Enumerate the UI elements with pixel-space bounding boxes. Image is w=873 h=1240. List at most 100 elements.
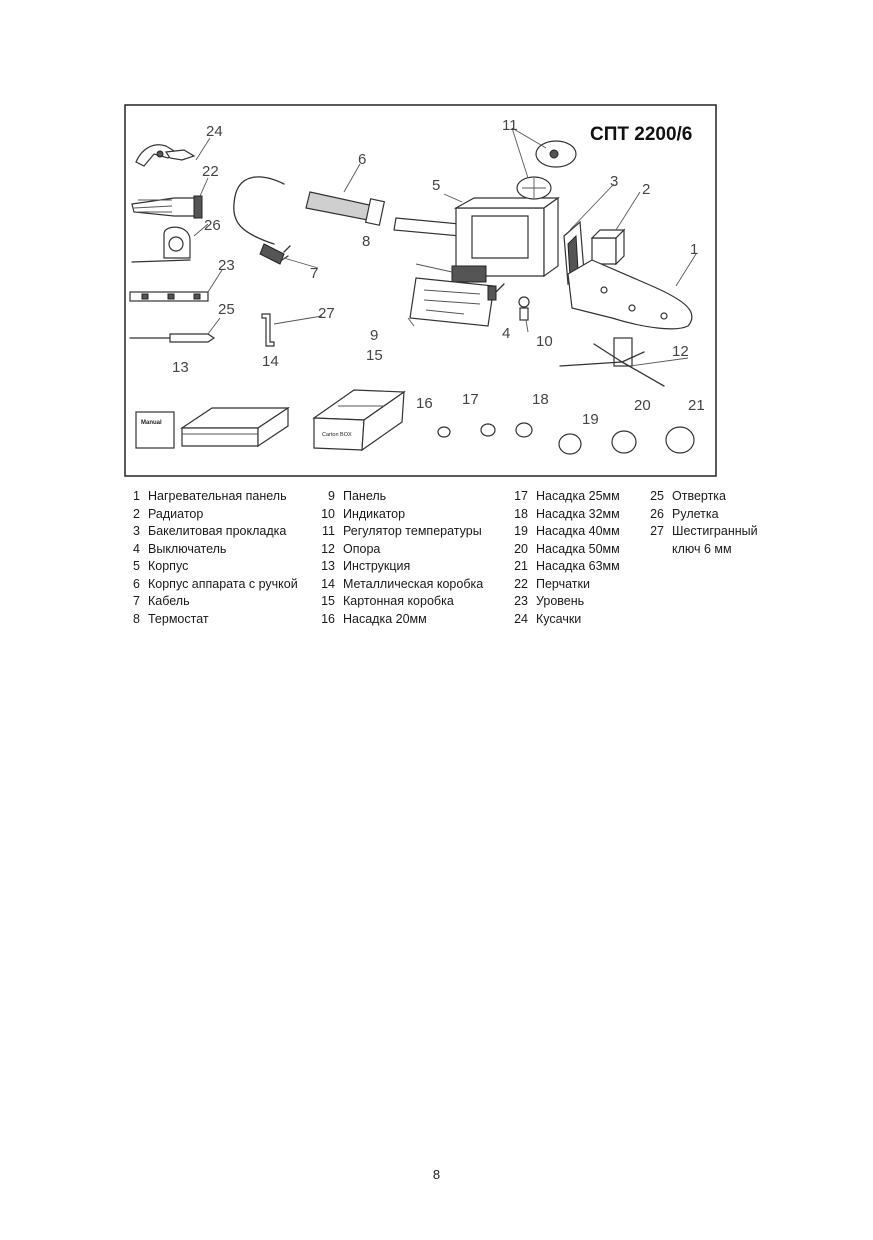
- callout-10: 10: [536, 333, 553, 350]
- legend-number: 14: [321, 576, 335, 591]
- legend-text: Металлическая коробка: [343, 576, 484, 591]
- part-metal-box-icon: [180, 406, 290, 448]
- legend-number: 9: [328, 489, 335, 503]
- legend-text: Насадка 25мм: [536, 489, 620, 503]
- callout-3: 3: [610, 173, 618, 190]
- callout-27: 27: [318, 305, 335, 322]
- legend-text: Кусачки: [536, 611, 582, 626]
- legend-text: Панель: [343, 489, 387, 503]
- legend-item: 22 Перчатки: [506, 576, 646, 594]
- legend-number: 25: [650, 489, 664, 503]
- part-manual-icon: Manual: [135, 411, 175, 449]
- legend-item: 10 Индикатор: [313, 506, 508, 524]
- legend-number: 11: [322, 524, 335, 538]
- legend-number: 20: [514, 541, 528, 556]
- legend-item: 17 Насадка 25мм: [506, 488, 646, 506]
- legend-number: 17: [514, 489, 528, 503]
- callout-26: 26: [204, 217, 221, 234]
- part-screwdriver-icon: [129, 333, 216, 343]
- legend-number: 10: [321, 506, 335, 521]
- legend-text: Инструкция: [343, 559, 411, 573]
- legend-text: Индикатор: [343, 506, 406, 521]
- part-heating-panel-icon: [567, 259, 693, 330]
- diagram-title: СПТ 2200/6: [590, 124, 692, 145]
- legend-number: 5: [133, 559, 140, 573]
- legend-text: Картонная коробка: [343, 594, 454, 608]
- callout-16: 16: [416, 395, 433, 412]
- legend-number: 22: [514, 576, 528, 591]
- legend-item: 19 Насадка 40мм: [506, 523, 646, 541]
- legend-item: 9 Панель: [313, 488, 508, 506]
- legend-text: Уровень: [536, 594, 585, 608]
- legend-number: 27: [650, 524, 664, 538]
- callout-5: 5: [432, 177, 440, 194]
- legend-item: 20 Насадка 50мм: [506, 541, 646, 559]
- part-temperature-regulator-icon: [516, 140, 577, 200]
- legend-item: 3 Бакелитовая прокладка: [118, 523, 318, 541]
- part-indicator-icon: [518, 296, 530, 321]
- legend-item: 26 Рулетка: [642, 506, 782, 524]
- legend-number: 3: [133, 524, 140, 538]
- legend-text: Насадка 40мм: [536, 524, 620, 538]
- part-switch-icon: [487, 283, 505, 301]
- part-housing-icon: [453, 196, 560, 278]
- part-stand-icon: [559, 337, 665, 387]
- legend-number: 8: [133, 611, 140, 626]
- legend-text: Нагревательная панель: [148, 489, 287, 503]
- legend-number: 4: [133, 541, 140, 556]
- legend-text: Корпус: [148, 559, 189, 573]
- legend-text: Насадка 63мм: [536, 559, 620, 573]
- callout-leader-lines: [193, 127, 697, 367]
- callout-17: 17: [462, 391, 479, 408]
- part-carton-box-icon: Carton BOX: [312, 389, 406, 452]
- legend-item: 24 Кусачки: [506, 611, 646, 629]
- legend-text: Рулетка: [672, 506, 719, 521]
- part-nippers-icon: [135, 144, 196, 167]
- callout-6: 6: [358, 151, 366, 168]
- part-nozzle-20-icon: [437, 426, 451, 438]
- legend-text: Насадка 32мм: [536, 506, 620, 521]
- part-tape-measure-icon: [131, 226, 191, 263]
- legend-number: 21: [514, 559, 528, 573]
- part-thermostat-icon: [451, 265, 487, 283]
- callout-14: 14: [262, 353, 279, 370]
- legend-item: 13 Инструкция: [313, 558, 508, 576]
- legend-text: Перчатки: [536, 576, 590, 591]
- legend-text: Выключатель: [148, 541, 227, 556]
- part-nozzle-25-icon: [480, 423, 496, 437]
- part-gloves-icon: [131, 195, 203, 219]
- legend-number: 24: [514, 611, 528, 626]
- callout-12: 12: [672, 343, 689, 360]
- callout-23: 23: [218, 257, 235, 274]
- callout-2: 2: [642, 181, 650, 198]
- legend-text: Бакелитовая прокладка: [148, 524, 287, 538]
- legend-number: 19: [514, 524, 528, 538]
- part-radiator-icon: [590, 228, 626, 266]
- carton-box-label: Carton BOX: [322, 432, 352, 438]
- legend-item: 23 Уровень: [506, 593, 646, 611]
- callout-18: 18: [532, 391, 549, 408]
- legend-text: Насадка 50мм: [536, 541, 620, 556]
- legend-number: 23: [514, 594, 528, 608]
- part-nozzle-63-icon: [665, 426, 695, 454]
- legend-number: 26: [650, 506, 664, 521]
- part-level-icon: [129, 291, 209, 302]
- callout-25: 25: [218, 301, 235, 318]
- exploded-parts-diagram: СПТ 2200/6: [124, 104, 717, 477]
- page-number: 8: [432, 1167, 441, 1182]
- callout-20: 20: [634, 397, 651, 414]
- callout-7: 7: [310, 265, 318, 282]
- legend-item: 21 Насадка 63мм: [506, 558, 646, 576]
- legend-number: 13: [321, 559, 335, 573]
